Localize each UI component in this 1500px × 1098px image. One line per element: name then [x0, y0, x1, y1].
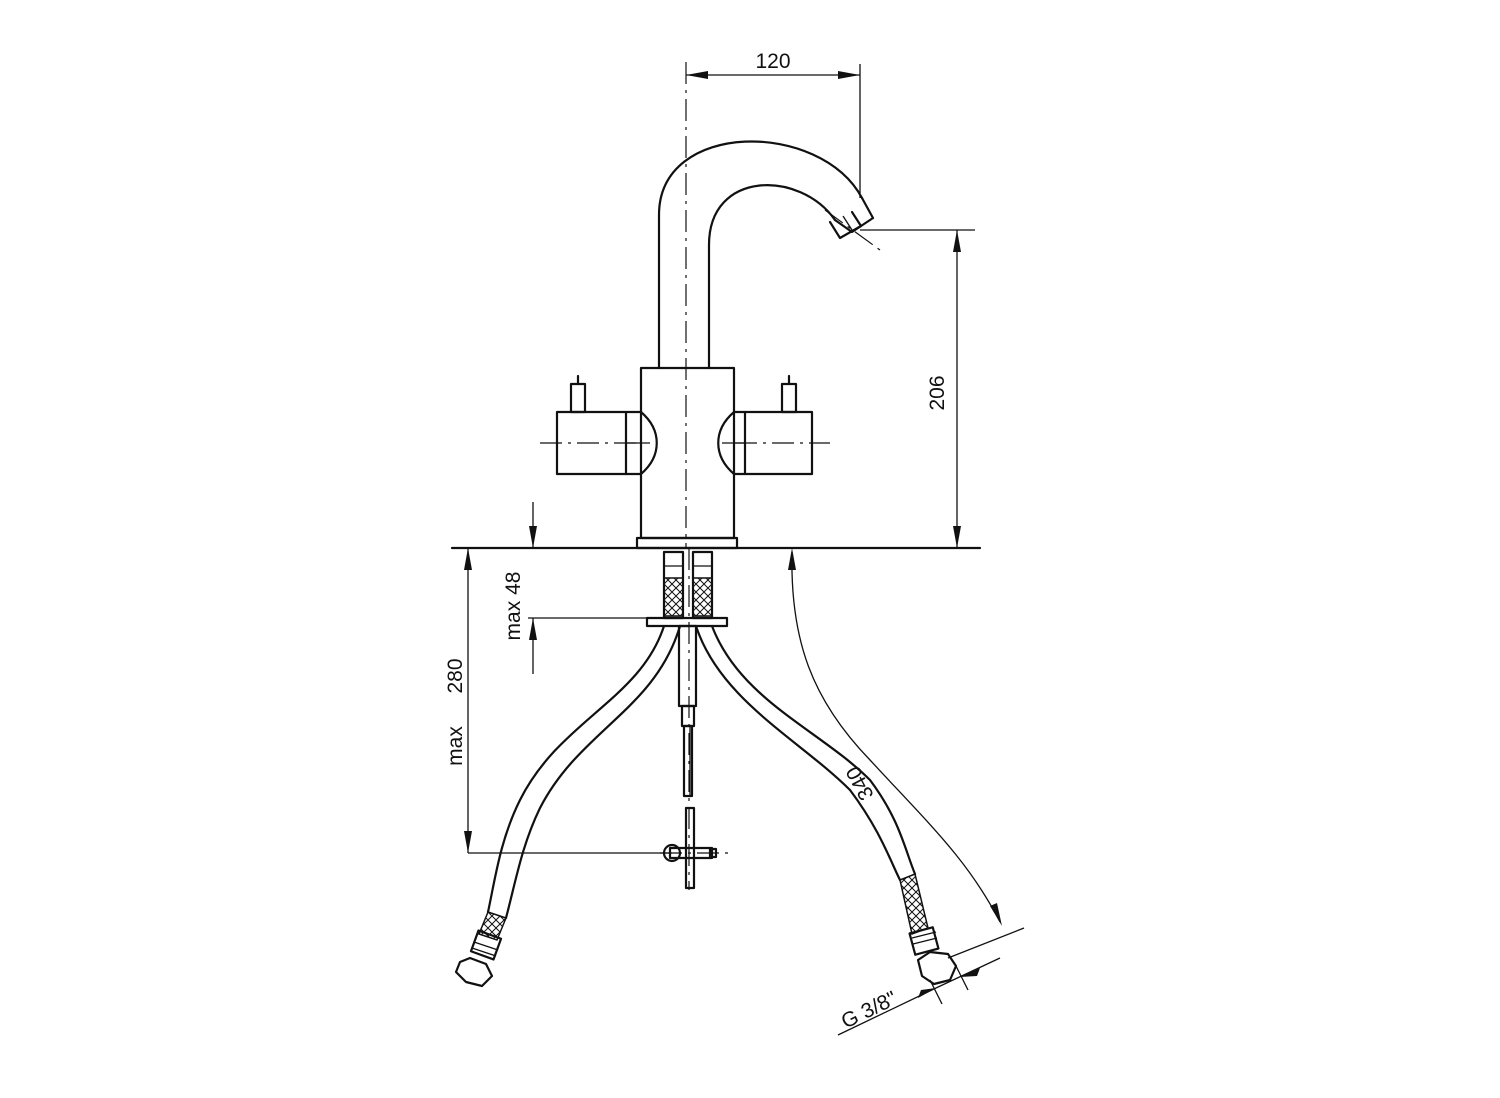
dimension-hose-length-label: 340 [842, 762, 879, 804]
popup-rod [660, 806, 728, 890]
dimension-spout-reach-label: 120 [755, 50, 790, 73]
dimension-max-thickness-label: max 48 [502, 572, 525, 641]
dimension-max-thickness: max 48 [502, 502, 647, 674]
right-handle [717, 374, 830, 476]
left-hose [454, 624, 682, 988]
dimension-max-depth-label: 280 [444, 658, 467, 693]
dimension-max-depth-prefix: max [444, 726, 467, 766]
dimension-spout-height-label: 206 [926, 375, 949, 410]
dimension-connection-thread-label: G 3/8" [838, 987, 901, 1033]
mounting-shank [645, 550, 729, 798]
dimension-spout-reach: 120 [686, 50, 861, 198]
right-hose [694, 624, 958, 986]
valve-body [635, 360, 739, 550]
dimension-max-depth: max 280 [444, 547, 672, 854]
left-handle [540, 374, 658, 476]
spout [657, 140, 881, 364]
dimension-spout-height: 206 [860, 229, 975, 548]
dimension-connection-thread: G 3/8" [838, 957, 1001, 1036]
